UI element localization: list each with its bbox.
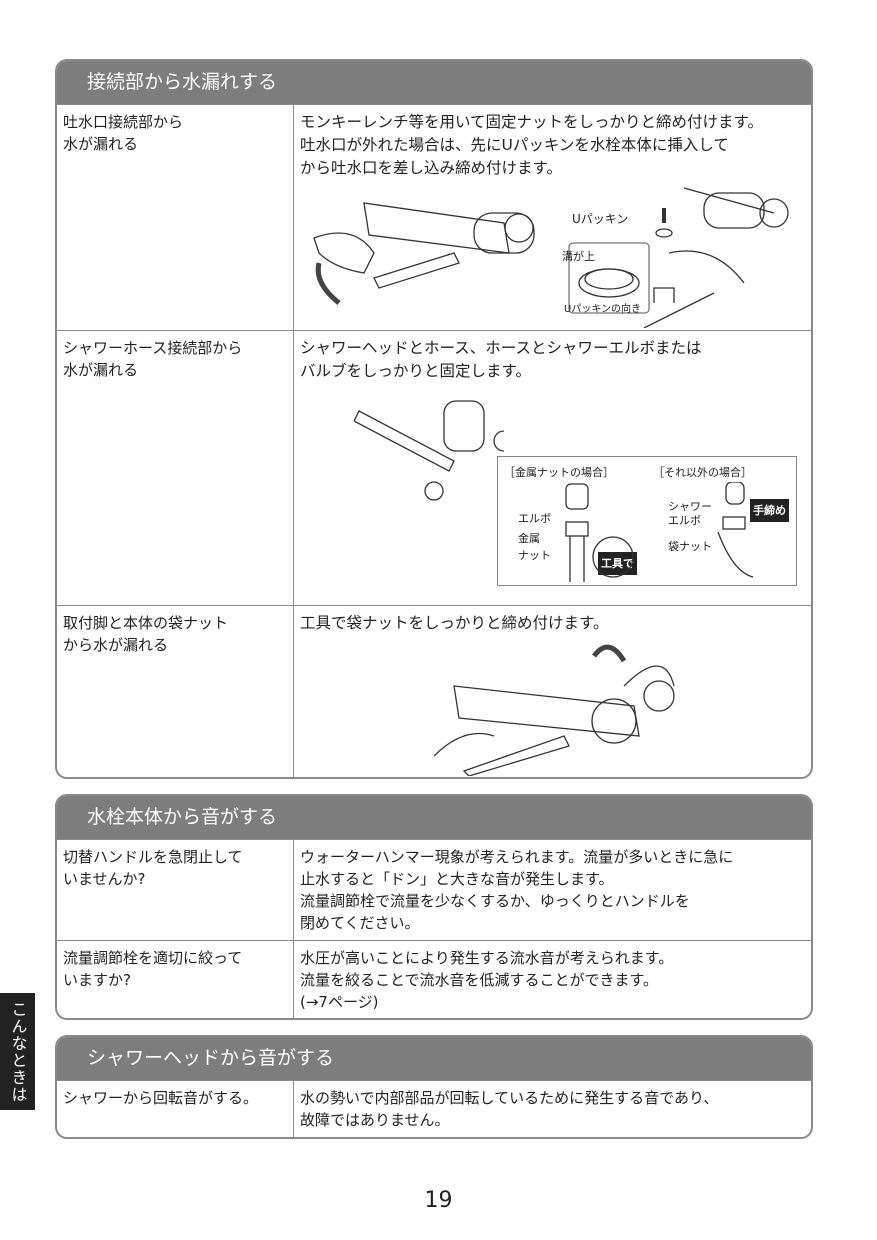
remedy-cell: シャワーヘッドとホース、ホースとシャワーエルボまたは バルブをしっかりと固定しま… <box>294 331 811 605</box>
table-row: 切替ハンドルを急閉止して いませんか? ウォーターハンマー現象が考えられます。流… <box>57 839 811 940</box>
cause-text: いませんか? <box>63 870 146 888</box>
remedy-cell: モンキーレンチ等を用いて固定ナットをしっかりと締め付けます。 吐水口が外れた場合… <box>294 105 811 330</box>
table-row: 吐水口接続部から 水が漏れる モンキーレンチ等を用いて固定ナットをしっかりと締め… <box>57 104 811 330</box>
remedy-text: モンキーレンチ等を用いて固定ナットをしっかりと締め付けます。 <box>300 113 763 131</box>
groove-up-label: 溝が上 <box>562 250 595 263</box>
cause-cell: 吐水口接続部から 水が漏れる <box>57 105 294 330</box>
cause-text: いますか? <box>63 971 131 989</box>
bag-nut-label: 袋ナット <box>668 540 712 553</box>
metal-nut-label: ナット <box>518 549 551 562</box>
cause-text: 流量調節栓を適切に絞って <box>63 949 243 967</box>
remedy-text: シャワーヘッドとホース、ホースとシャワーエルボまたは <box>300 339 702 357</box>
remedy-text: 工具で袋ナットをしっかりと締め付けます。 <box>300 614 609 632</box>
cause-cell: 流量調節栓を適切に絞って いますか? <box>57 941 294 1018</box>
cause-text: から水が漏れる <box>63 636 169 654</box>
wrench-faucet-illustration <box>313 187 789 328</box>
metal-nut-label: 金属 <box>518 532 540 545</box>
table-row: 取付脚と本体の袋ナット から水が漏れる 工具で袋ナットをしっかりと締め付けます。 <box>57 605 811 777</box>
section-body-noise: 水栓本体から音がする 切替ハンドルを急閉止して いませんか? ウォーターハンマー… <box>55 794 813 1020</box>
remedy-text: 閉めてください。 <box>300 914 420 932</box>
bag-nut-tightening-illustration <box>434 644 675 776</box>
remedy-text: 吐水口が外れた場合は、先にUパッキンを水栓本体に挿入して <box>300 136 729 154</box>
remedy-text: 水の勢いで内部部品が回転しているために発生する音であり、 <box>300 1089 719 1107</box>
other-case-label: ［それ以外の場合］ <box>653 466 752 479</box>
section-showerhead-noise: シャワーヘッドから音がする シャワーから回転音がする。 水の勢いで内部部品が回転… <box>55 1035 813 1139</box>
table-row: シャワーから回転音がする。 水の勢いで内部部品が回転しているために発生する音であ… <box>57 1080 811 1137</box>
remedy-text: 故障ではありません。 <box>300 1111 450 1129</box>
cause-text: 切替ハンドルを急閉止して <box>63 848 243 866</box>
remedy-text: 水圧が高いことにより発生する流水音が考えられます。 <box>300 949 674 967</box>
cause-text: シャワーから回転音がする。 <box>63 1089 259 1107</box>
elbow-label: エルボ <box>518 512 551 525</box>
remedy-cell: ウォーターハンマー現象が考えられます。流量が多いときに急に 止水すると「ドン」と… <box>294 840 811 940</box>
remedy-cell: 工具で袋ナットをしっかりと締め付けます。 <box>294 606 811 777</box>
parts-illustration <box>565 482 754 582</box>
u-packing-label: Uパッキン <box>572 212 629 226</box>
table-row: シャワーホース接続部から 水が漏れる シャワーヘッドとホース、ホースとシャワーエ… <box>57 330 811 605</box>
cause-cell: 切替ハンドルを急閉止して いませんか? <box>57 840 294 940</box>
u-packing-direction-label: Uパッキンの向き <box>564 304 642 315</box>
cause-cell: 取付脚と本体の袋ナット から水が漏れる <box>57 606 294 777</box>
remedy-cell: 水の勢いで内部部品が回転しているために発生する音であり、 故障ではありません。 <box>294 1081 811 1137</box>
section-title: 接続部から水漏れする <box>57 61 811 104</box>
section-title: 水栓本体から音がする <box>57 796 811 839</box>
with-tool-badge: 工具で <box>598 552 637 575</box>
cause-text: シャワーホース接続部から <box>63 339 243 357</box>
shower-hose-illustration <box>354 400 504 501</box>
remedy-text: から吐水口を差し込み締め付けます。 <box>300 159 562 177</box>
cause-text: 水が漏れる <box>63 135 139 153</box>
section-title: シャワーヘッドから音がする <box>57 1037 811 1080</box>
remedy-text: ウォーターハンマー現象が考えられます。流量が多いときに急に <box>300 848 734 866</box>
shower-elbow-label: シャワー <box>668 500 712 513</box>
remedy-text: 流量調節栓で流量を少なくするか、ゆっくりとハンドルを <box>300 892 690 910</box>
remedy-text: (→7ページ) <box>300 993 379 1011</box>
table-row: 流量調節栓を適切に絞って いますか? 水圧が高いことにより発生する流水音が考えら… <box>57 940 811 1018</box>
section-water-leak: 接続部から水漏れする 吐水口接続部から 水が漏れる モンキーレンチ等を用いて固定… <box>55 59 813 779</box>
remedy-text: 止水すると「ドン」と大きな音が発生します。 <box>300 870 614 888</box>
detail-box: ［金属ナットの場合］ ［それ以外の場合］ エルボ 金属 ナット 工具で シャワー… <box>497 456 797 586</box>
cause-text: 吐水口接続部から <box>63 113 184 131</box>
remedy-text: 流量を絞ることで流水音を低減することができます。 <box>300 971 659 989</box>
cause-text: 取付脚と本体の袋ナット <box>63 614 229 632</box>
shower-elbow-label: エルボ <box>668 514 701 527</box>
cause-cell: シャワーから回転音がする。 <box>57 1081 294 1137</box>
cause-cell: シャワーホース接続部から 水が漏れる <box>57 331 294 605</box>
page-number: 19 <box>424 1188 453 1213</box>
remedy-text: バルブをしっかりと固定します。 <box>300 362 531 380</box>
metal-nut-case-label: ［金属ナットの場合］ <box>504 466 614 479</box>
side-tab: こんなときは <box>0 993 35 1110</box>
remedy-cell: 水圧が高いことにより発生する流水音が考えられます。 流量を絞ることで流水音を低減… <box>294 941 811 1018</box>
hand-tighten-badge: 手締め <box>750 499 789 522</box>
cause-text: 水が漏れる <box>63 361 139 379</box>
